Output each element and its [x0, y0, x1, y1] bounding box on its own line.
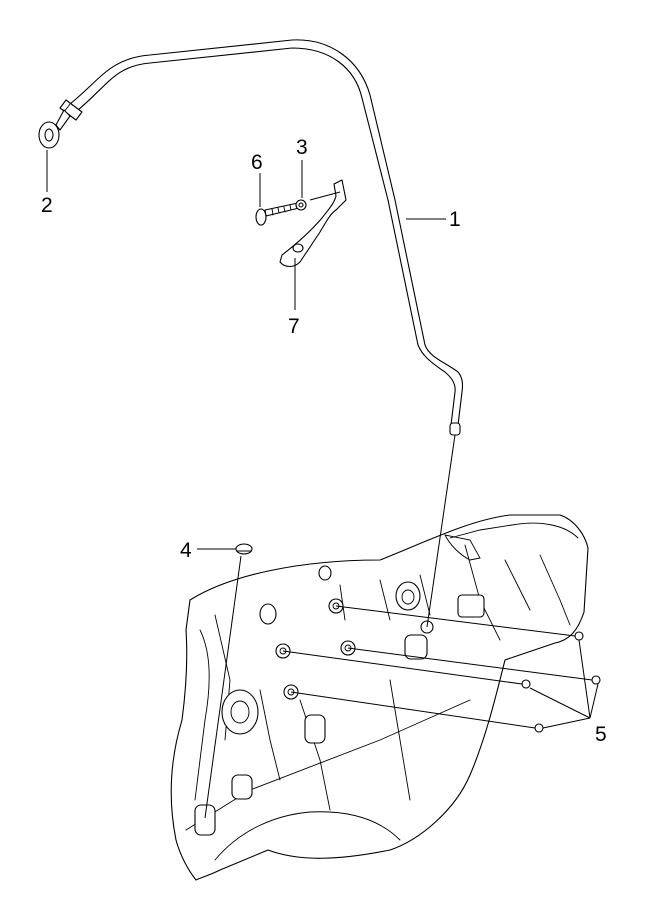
washer[interactable] [295, 199, 307, 211]
callout-5: 5 [595, 723, 607, 746]
transmission-housing [170, 514, 589, 881]
callout-3: 3 [296, 136, 308, 159]
tube-bracket[interactable] [279, 179, 347, 268]
callout-1: 1 [449, 208, 461, 231]
callout-6: 6 [251, 151, 263, 174]
callout-4: 4 [180, 539, 192, 562]
callout-7: 7 [288, 315, 300, 338]
dipstick-tube[interactable] [38, 39, 464, 436]
callout-2: 2 [41, 194, 53, 217]
plug[interactable] [235, 543, 253, 555]
bolt-lower[interactable] [534, 723, 544, 733]
bolt-upper[interactable] [574, 631, 584, 641]
bolt-right[interactable] [591, 675, 601, 685]
leader-5 [529, 639, 599, 729]
mounting-bolt[interactable] [255, 202, 300, 226]
bolt-middle[interactable] [521, 679, 531, 689]
